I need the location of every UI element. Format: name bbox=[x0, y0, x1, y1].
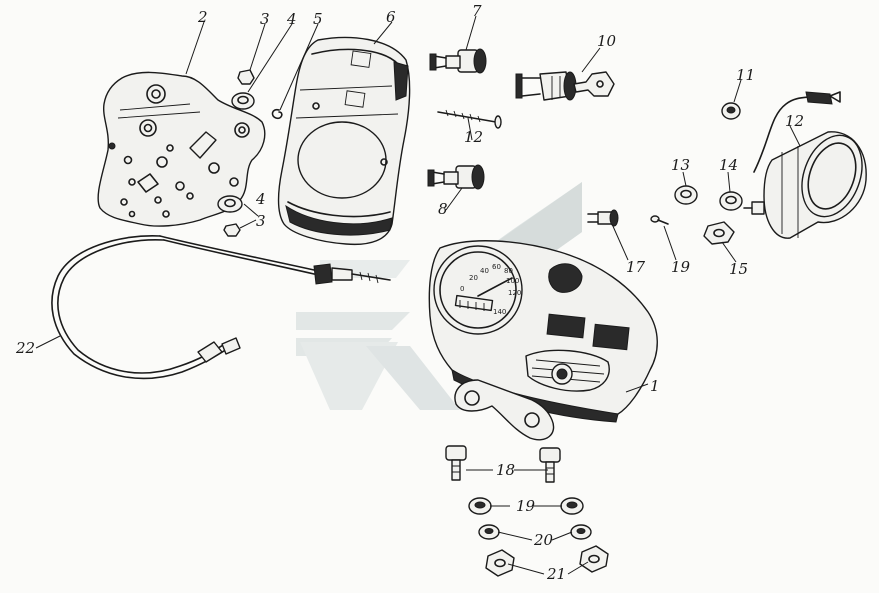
label-13: 13 bbox=[671, 156, 690, 174]
dial-80: 80 bbox=[504, 267, 513, 275]
part-17-small-socket bbox=[587, 209, 619, 227]
dial-120: 120 bbox=[508, 289, 521, 297]
part-2-instrument-plate bbox=[97, 71, 266, 227]
part-7-lamp-socket bbox=[429, 48, 487, 74]
label-19-top: 19 bbox=[671, 258, 691, 276]
dial-100: 100 bbox=[506, 277, 519, 285]
part-21-nut-right bbox=[579, 545, 609, 573]
label-22: 22 bbox=[15, 339, 35, 357]
part-8-lamp-socket bbox=[427, 164, 485, 190]
part-labels: 2 3 4 5 6 7 10 11 12 12 8 13 14 15 17 19… bbox=[15, 2, 804, 583]
part-21-nut-left bbox=[485, 549, 515, 577]
part-12-long-screw bbox=[437, 109, 502, 129]
part-12-round-gauge bbox=[743, 91, 867, 239]
dial-60: 60 bbox=[492, 263, 501, 271]
part-1-instrument-panel: 20 40 60 80 100 120 140 0 bbox=[428, 240, 658, 441]
label-14: 14 bbox=[719, 156, 738, 174]
label-10: 10 bbox=[597, 32, 617, 50]
part-13-washer bbox=[674, 185, 698, 205]
label-20: 20 bbox=[533, 531, 554, 549]
part-14-washer bbox=[719, 191, 743, 211]
label-2: 2 bbox=[197, 8, 208, 26]
part-19-small-screw bbox=[650, 215, 669, 225]
part-15-nut bbox=[703, 221, 735, 245]
label-7: 7 bbox=[472, 2, 482, 20]
label-15: 15 bbox=[729, 260, 748, 278]
part-11-nut bbox=[721, 102, 741, 120]
label-21: 21 bbox=[546, 565, 566, 583]
label-5: 5 bbox=[313, 10, 323, 28]
part-18-bolt-right bbox=[539, 447, 561, 483]
label-19-bottom: 19 bbox=[516, 497, 536, 515]
label-3-bottom: 3 bbox=[256, 212, 266, 230]
part-6-cover bbox=[277, 36, 411, 246]
part-19-washer-right bbox=[560, 497, 584, 515]
part-3-bottom-nut bbox=[223, 223, 241, 237]
part-19-washer-left bbox=[468, 497, 492, 515]
part-4-top-washer bbox=[231, 92, 255, 110]
dial-40: 40 bbox=[480, 267, 489, 275]
part-22-speedometer-cable bbox=[51, 235, 391, 380]
label-4-bottom: 4 bbox=[255, 190, 266, 208]
label-12-gauge: 12 bbox=[785, 112, 804, 130]
dial-20: 20 bbox=[469, 274, 478, 282]
label-6: 6 bbox=[386, 8, 396, 26]
label-1: 1 bbox=[650, 377, 660, 395]
label-8: 8 bbox=[438, 200, 448, 218]
part-20-spring-washer-left bbox=[478, 524, 500, 540]
part-10-ignition-switch bbox=[515, 71, 615, 101]
label-3-top: 3 bbox=[260, 10, 270, 28]
part-20-spring-washer-right bbox=[570, 524, 592, 540]
dial-140: 140 bbox=[493, 308, 506, 316]
part-3-top-nut bbox=[237, 69, 255, 85]
part-18-bolt-left bbox=[445, 445, 467, 481]
dial-0: 0 bbox=[460, 285, 464, 293]
leader-lines bbox=[35, 15, 801, 575]
label-4-top: 4 bbox=[286, 10, 297, 28]
label-17: 17 bbox=[626, 258, 646, 276]
part-5-spring-ring bbox=[271, 108, 283, 120]
label-18: 18 bbox=[496, 461, 515, 479]
label-11: 11 bbox=[736, 66, 755, 84]
label-12-screw: 12 bbox=[464, 128, 483, 146]
part-4-bottom-washer bbox=[217, 195, 243, 213]
